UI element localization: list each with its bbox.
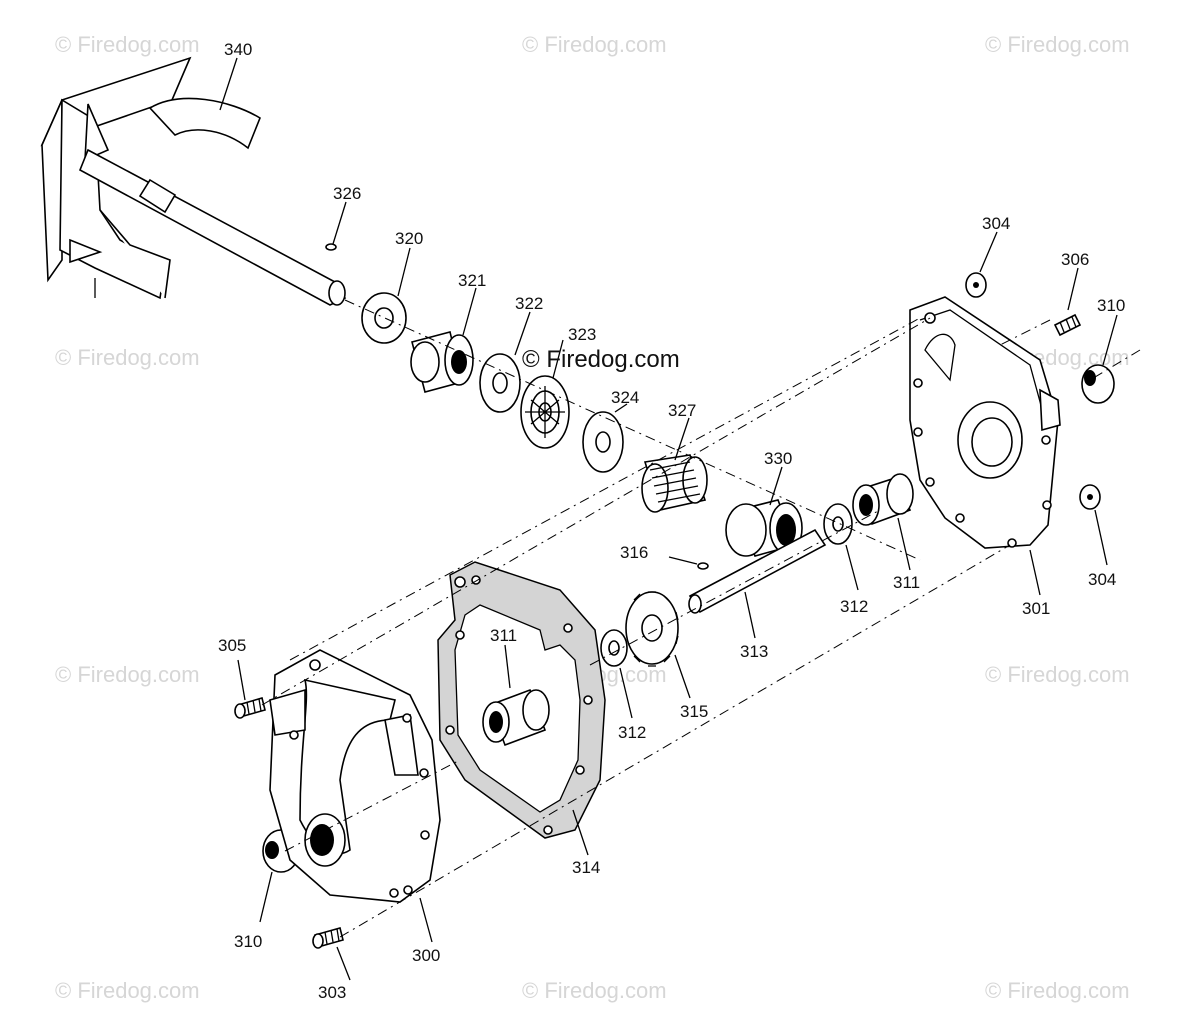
part-label-316: 316 bbox=[620, 543, 648, 562]
watermark: © Firedog.com bbox=[985, 978, 1130, 1003]
washer-324 bbox=[582, 411, 624, 473]
screw-303 bbox=[312, 927, 344, 949]
part-label-304-upper: 304 bbox=[982, 214, 1010, 233]
key-316 bbox=[697, 562, 709, 570]
bushing-321 bbox=[410, 331, 474, 393]
washer-312-upper bbox=[823, 503, 853, 545]
key-326 bbox=[325, 243, 337, 251]
part-label-311-upper: 311 bbox=[893, 573, 920, 592]
gear-housing-301 bbox=[909, 296, 1061, 549]
watermark: © Firedog.com bbox=[522, 978, 667, 1003]
screw-306 bbox=[1053, 313, 1082, 337]
part-label-300: 300 bbox=[412, 946, 440, 965]
part-label-314: 314 bbox=[572, 858, 600, 877]
part-label-305: 305 bbox=[218, 636, 246, 655]
part-label-315: 315 bbox=[680, 702, 708, 721]
nut-304-lower bbox=[1079, 484, 1101, 510]
nut-304-upper bbox=[965, 272, 987, 298]
watermark: © Firedog.com bbox=[985, 32, 1130, 57]
part-label-311-lower: 311 bbox=[490, 626, 517, 645]
part-label-310-right: 310 bbox=[1097, 296, 1125, 315]
bushing-311-lower bbox=[482, 688, 550, 747]
part-label-313: 313 bbox=[740, 642, 768, 661]
part-label-310-left: 310 bbox=[234, 932, 262, 951]
washer-322 bbox=[479, 353, 521, 413]
gear-housing-300 bbox=[269, 649, 441, 903]
leader-lines bbox=[219, 57, 1118, 981]
part-label-340: 340 bbox=[224, 40, 252, 59]
screw-305 bbox=[234, 696, 266, 719]
part-label-306: 306 bbox=[1061, 250, 1089, 269]
part-label-320: 320 bbox=[395, 229, 423, 248]
center-watermark: © Firedog.com bbox=[522, 346, 680, 373]
part-label-323: 323 bbox=[568, 325, 596, 344]
part-label-301: 301 bbox=[1022, 599, 1050, 618]
part-labels: 340 326 320 321 322 323 324 327 330 304 … bbox=[218, 40, 1125, 1002]
part-label-303: 303 bbox=[318, 983, 346, 1002]
part-label-330: 330 bbox=[764, 449, 792, 468]
auger-assembly bbox=[40, 56, 347, 306]
worm-gear-327 bbox=[641, 454, 708, 513]
thrust-bearing-323 bbox=[520, 375, 570, 449]
part-label-326: 326 bbox=[333, 184, 361, 203]
watermark: © Firedog.com bbox=[55, 662, 200, 687]
bushing-311-upper bbox=[852, 473, 914, 526]
watermark: © Firedog.com bbox=[985, 662, 1130, 687]
watermark: © Firedog.com bbox=[55, 32, 200, 57]
assembly-lines bbox=[261, 299, 1141, 938]
part-label-327: 327 bbox=[668, 401, 696, 420]
watermark: © Firedog.com bbox=[55, 345, 200, 370]
watermark: © Firedog.com bbox=[55, 978, 200, 1003]
washer-320 bbox=[361, 292, 407, 344]
part-label-321: 321 bbox=[458, 271, 486, 290]
part-label-322: 322 bbox=[515, 294, 543, 313]
part-label-304-lower: 304 bbox=[1088, 570, 1116, 589]
gear-315 bbox=[625, 591, 679, 667]
part-label-312-lower: 312 bbox=[618, 723, 646, 742]
bearing-310-right bbox=[1081, 364, 1115, 404]
part-label-312-upper: 312 bbox=[840, 597, 868, 616]
watermark: © Firedog.com bbox=[522, 32, 667, 57]
shaft-313 bbox=[688, 528, 827, 614]
part-label-324: 324 bbox=[611, 388, 639, 407]
washer-312-lower bbox=[600, 629, 628, 667]
